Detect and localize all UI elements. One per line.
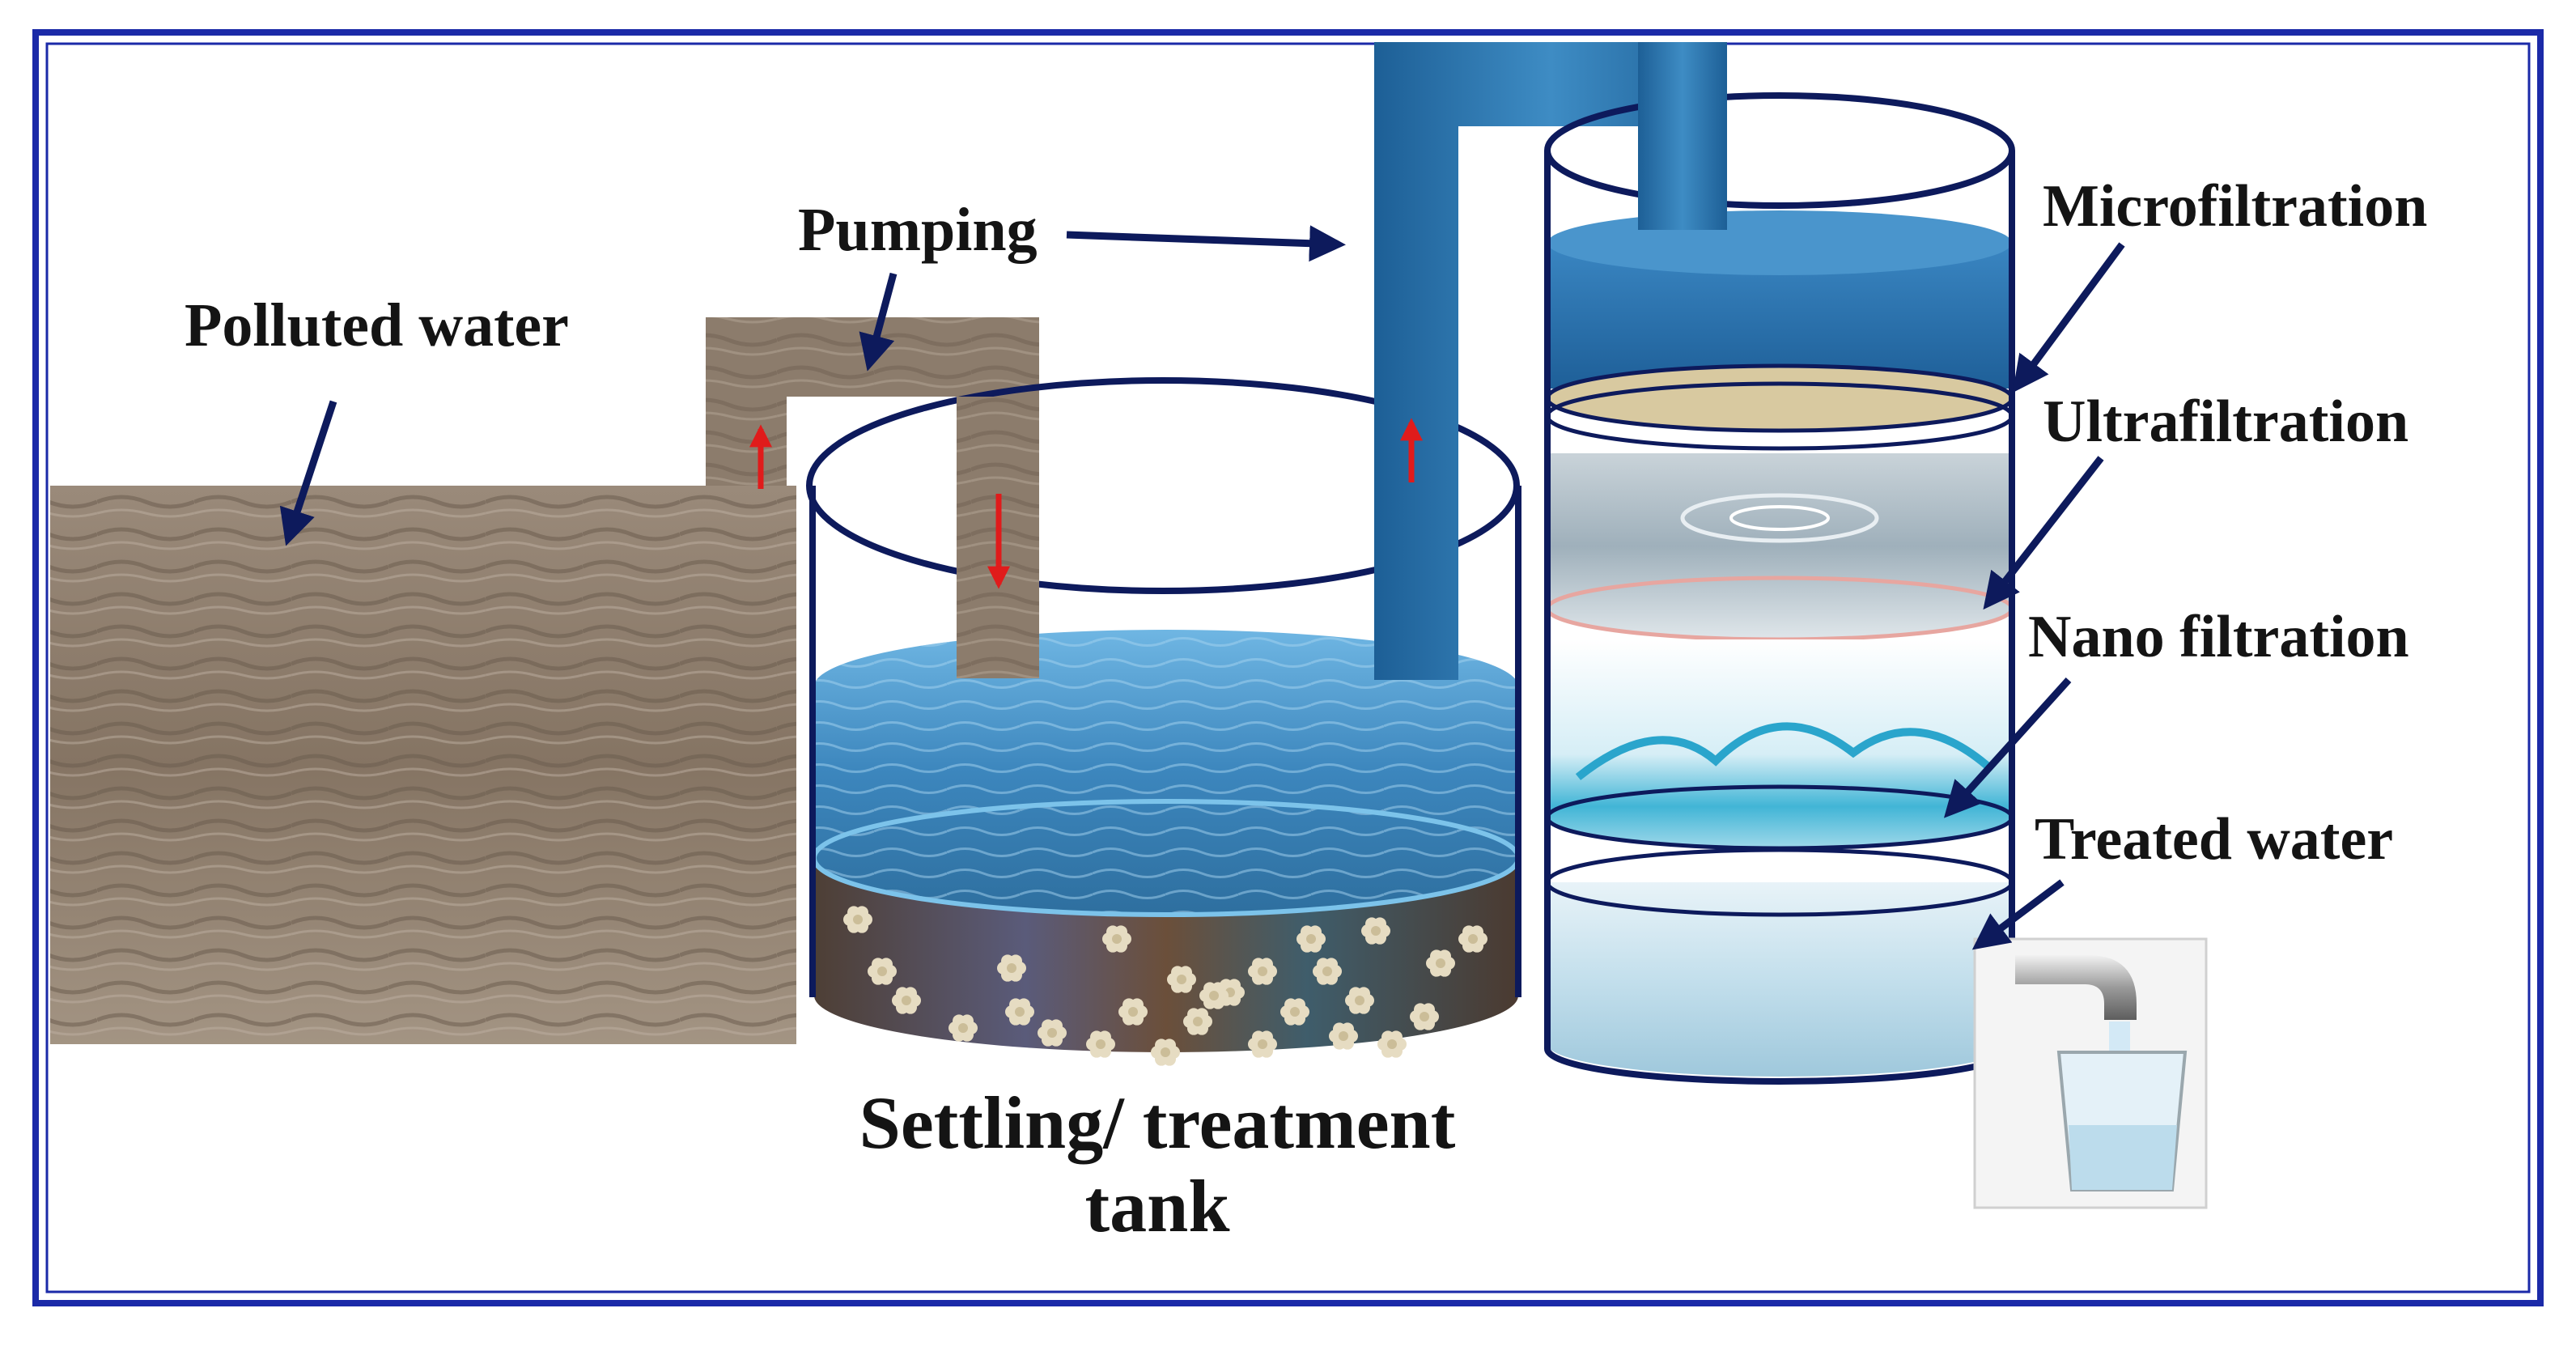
flower-particle-icon [1280, 998, 1309, 1026]
nano-filtration-water [1547, 639, 2012, 848]
label-pumping: Pumping [798, 196, 1038, 264]
tap-and-glass [1973, 937, 2208, 1209]
arrow-polluted-water [279, 400, 337, 546]
flower-particle-icon [1248, 958, 1277, 985]
label-microfiltration: Microfiltration [2043, 173, 2428, 240]
microfiltration-water [1547, 243, 2012, 389]
label-ultrafiltration: Ultrafiltration [2043, 389, 2409, 455]
flower-particle-icon [1151, 1039, 1180, 1066]
label-settling-tank: Settling/ treatment tank [850, 1081, 1465, 1248]
flower-particle-icon [1167, 966, 1196, 993]
label-polluted-water: Polluted water [185, 291, 569, 359]
flower-particle-icon [1038, 1019, 1067, 1047]
flower-particle-icon [1458, 925, 1487, 953]
flower-particle-icon [1361, 917, 1390, 945]
flower-particle-icon [868, 958, 897, 985]
arrow-treated-water [1971, 879, 2065, 950]
flower-particle-icon [1296, 925, 1326, 953]
label-treated-water: Treated water [2035, 806, 2394, 873]
label-settling-tank-line2: tank [1084, 1165, 1230, 1248]
flower-particle-icon [1118, 998, 1148, 1026]
flower-particle-icon [1183, 1008, 1212, 1035]
flow-arrows [749, 418, 1423, 589]
arrow-microfiltration [2012, 242, 2125, 393]
sediment-particles [843, 906, 1487, 1066]
inner-frame [45, 42, 2531, 1293]
settling-tank [806, 377, 1521, 1052]
arrow-ultrafiltration [1983, 456, 2104, 610]
flower-particle-icon [1313, 958, 1342, 985]
flower-particle-icon [1345, 987, 1374, 1014]
flower-particle-icon [1377, 1030, 1407, 1058]
flower-particle-icon [1199, 982, 1229, 1009]
flower-particle-icon [1005, 998, 1034, 1026]
flower-particle-icon [1102, 925, 1131, 953]
faucet-icon [2015, 955, 2137, 1020]
flower-particle-icon [892, 987, 921, 1014]
label-settling-tank-line1: Settling/ treatment [859, 1081, 1456, 1164]
flower-particle-icon [1086, 1030, 1115, 1058]
flower-particle-icon [1410, 1003, 1439, 1030]
polluted-water-body [50, 486, 796, 1044]
ultrafiltration-water [1547, 453, 2012, 639]
label-nano-filtration: Nano filtration [2028, 604, 2409, 670]
flower-particle-icon [843, 906, 872, 933]
pointer-arrows [279, 225, 2125, 950]
flower-particle-icon [1426, 949, 1455, 977]
arrow-pumping-down [859, 272, 898, 372]
filtration-column [1544, 42, 2015, 1085]
arrow-nano-filtration [1943, 677, 2072, 818]
flower-particle-icon [997, 954, 1026, 982]
microfiltration-disc [1545, 363, 2014, 433]
flower-particle-icon [1248, 1030, 1277, 1058]
flower-particle-icon [948, 1014, 978, 1042]
flower-particle-icon [1329, 1022, 1358, 1050]
arrow-pumping-right [1066, 225, 1346, 262]
treated-water [1547, 882, 2012, 1077]
